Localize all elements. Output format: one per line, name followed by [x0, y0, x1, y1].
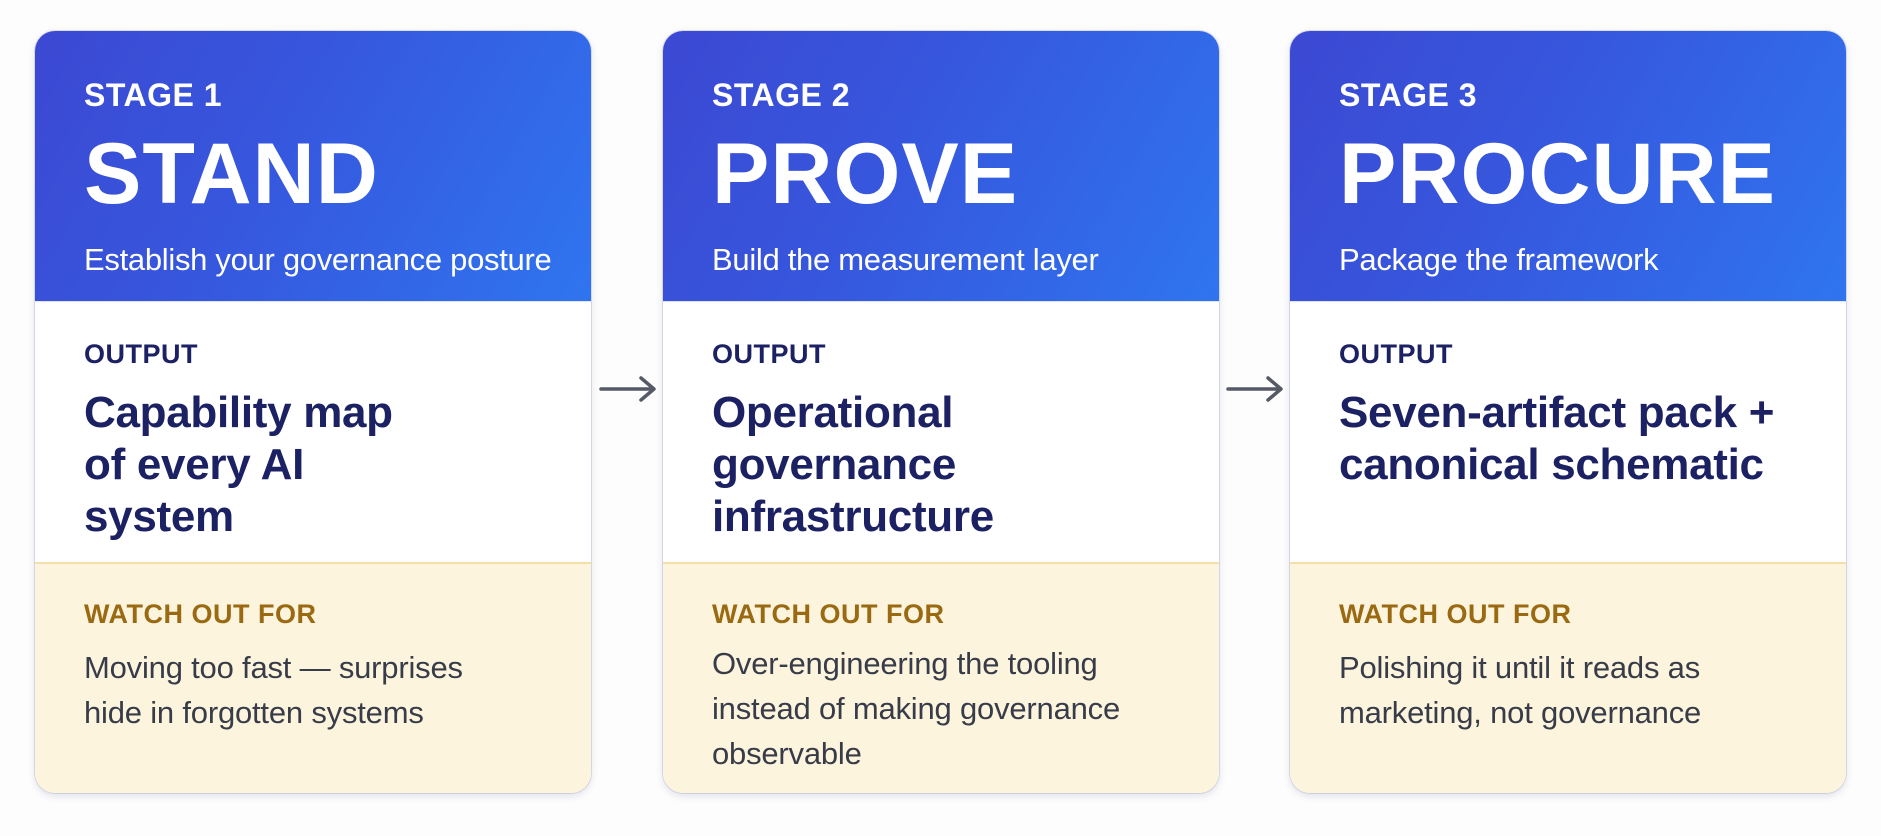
watch-out-label: WATCH OUT FOR — [712, 599, 945, 629]
stage-header: STAGE 3 PROCURE Package the framework — [1290, 31, 1846, 301]
watch-out-section: WATCH OUT FOR Polishing it until it read… — [1290, 562, 1846, 793]
arrow-right-icon — [1226, 376, 1283, 402]
output-text: Capability map of every AI system — [84, 388, 393, 541]
watch-out-text: Moving too fast — surprises hide in forg… — [84, 650, 463, 730]
stage-header: STAGE 2 PROVE Build the measurement laye… — [663, 31, 1219, 301]
stage-title: PROVE — [712, 126, 1019, 222]
stage-header: STAGE 1 STAND Establish your governance … — [35, 31, 591, 301]
watch-out-label: WATCH OUT FOR — [1339, 599, 1572, 629]
watch-out-text: Polishing it until it reads as marketing… — [1339, 650, 1702, 730]
output-text: Seven-artifact pack + canonical schemati… — [1339, 388, 1775, 489]
watch-out-section: WATCH OUT FOR Moving too fast — surprise… — [35, 562, 591, 793]
output-text: Operational governance infrastructure — [712, 388, 994, 541]
output-label: OUTPUT — [1339, 339, 1453, 369]
watch-out-section: WATCH OUT FOR Over-engineering the tooli… — [663, 562, 1219, 793]
stage-number-label: STAGE 3 — [1339, 77, 1478, 113]
stage-card-procure: STAGE 3 PROCURE Package the framework OU… — [1290, 31, 1846, 793]
watch-out-label: WATCH OUT FOR — [84, 599, 317, 629]
stage-title: STAND — [84, 126, 379, 222]
stage-subtitle: Build the measurement layer — [712, 242, 1099, 277]
watch-out-text: Over-engineering the tooling instead of … — [712, 646, 1120, 771]
arrow-right-icon — [599, 376, 656, 402]
stage-number-label: STAGE 2 — [712, 77, 851, 113]
stage-card-stand: STAGE 1 STAND Establish your governance … — [35, 31, 591, 793]
stage-number-label: STAGE 1 — [84, 77, 223, 113]
stage-subtitle: Establish your governance posture — [84, 242, 552, 277]
output-label: OUTPUT — [84, 339, 198, 369]
output-section: OUTPUT Operational governance infrastruc… — [663, 301, 1219, 562]
stage-card-prove: STAGE 2 PROVE Build the measurement laye… — [663, 31, 1219, 793]
output-section: OUTPUT Capability map of every AI system — [35, 301, 591, 562]
output-section: OUTPUT Seven-artifact pack + canonical s… — [1290, 301, 1846, 562]
output-label: OUTPUT — [712, 339, 826, 369]
stage-subtitle: Package the framework — [1339, 242, 1659, 277]
stage-title: PROCURE — [1339, 126, 1777, 222]
